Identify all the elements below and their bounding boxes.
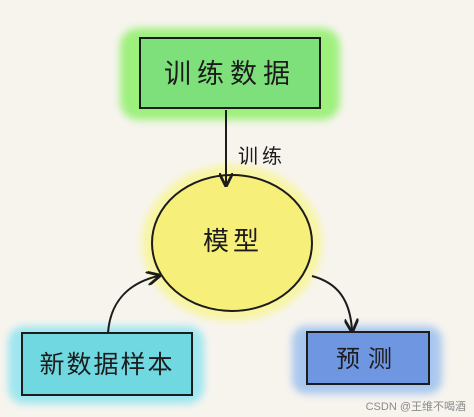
prediction-label: 预测 [336, 345, 400, 373]
edge-sample-to-model [107, 276, 158, 334]
new-sample-label: 新数据样本 [39, 350, 174, 379]
watermark: CSDN @王维不喝酒 [365, 401, 466, 413]
model-label: 模型 [203, 227, 263, 257]
edge-train-label: 训练 [238, 144, 286, 168]
training-data-label: 训练数据 [164, 59, 296, 90]
node-prediction: 预测 [292, 326, 442, 394]
edge-model-to-prediction [311, 275, 352, 330]
node-new-sample: 新数据样本 [8, 326, 204, 404]
node-training-data: 训练数据 [120, 28, 340, 120]
node-model: 模型 [142, 165, 322, 321]
new-sample-box [21, 332, 193, 396]
prediction-box [306, 331, 430, 385]
training-data-box [139, 37, 321, 109]
